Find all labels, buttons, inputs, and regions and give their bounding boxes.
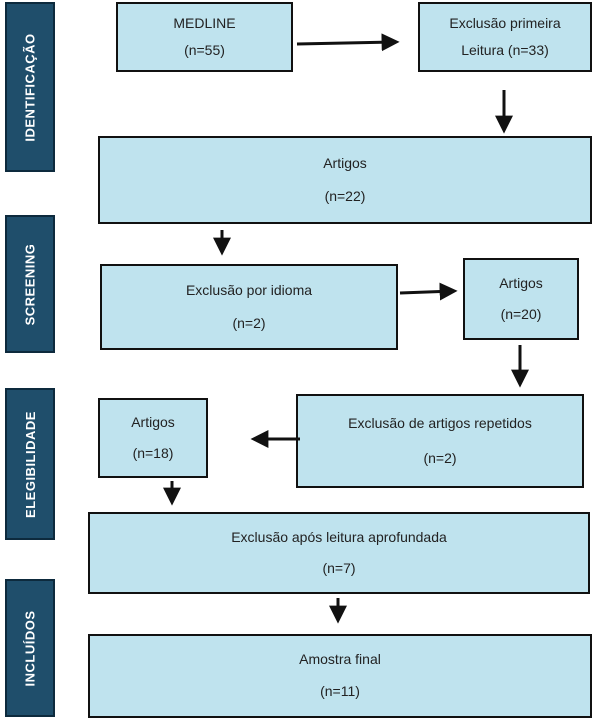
phase-screening-label: SCREENING	[22, 243, 38, 325]
box-exclusion-repeated: Exclusão de artigos repetidos (n=2)	[296, 394, 584, 488]
box-articles-18: Artigos (n=18)	[98, 398, 208, 478]
box-articles-22-title: Artigos	[323, 154, 367, 171]
box-exclusion-first-reading-count: Leitura (n=33)	[461, 41, 549, 58]
box-exclusion-language-title: Exclusão por idioma	[185, 282, 313, 299]
box-exclusion-repeated-count: (n=2)	[423, 449, 457, 466]
box-exclusion-repeated-title: Exclusão de artigos repetidos	[348, 414, 532, 431]
box-exclusion-language: Exclusão por idioma (n=2)	[100, 264, 398, 350]
box-articles-18-title: Artigos	[131, 414, 175, 431]
box-articles-22-count: (n=22)	[324, 187, 366, 204]
arrow-exclusion-language-to-articles-20	[399, 282, 458, 301]
box-articles-20-count: (n=20)	[500, 305, 542, 322]
box-medline: MEDLINE (n=55)	[116, 2, 293, 72]
box-exclusion-deep-reading-title: Exclusão após leitura aprofundada	[231, 528, 447, 545]
box-exclusion-deep-reading-count: (n=7)	[322, 559, 356, 576]
box-final-sample-title: Amostra final	[299, 651, 381, 668]
phase-identification-label: IDENTIFICAÇÃO	[22, 32, 38, 142]
box-articles-22: Artigos (n=22)	[98, 136, 592, 224]
phase-included: INCLUÍDOS	[5, 579, 55, 717]
arrow-medline-to-exclusion	[296, 33, 400, 52]
phase-included-label: INCLUÍDOS	[22, 610, 38, 686]
box-articles-20-title: Artigos	[499, 274, 543, 291]
phase-eligibility: ELEGIBILIDADE	[5, 388, 55, 540]
box-articles-18-count: (n=18)	[132, 444, 174, 461]
box-final-sample-count: (n=11)	[320, 683, 360, 700]
box-exclusion-deep-reading: Exclusão após leitura aprofundada (n=7)	[88, 512, 590, 594]
box-exclusion-first-reading-title: Exclusão primeira	[449, 14, 561, 31]
box-medline-title: MEDLINE	[173, 14, 236, 31]
box-exclusion-first-reading: Exclusão primeira Leitura (n=33)	[418, 2, 592, 72]
box-final-sample: Amostra final (n=11)	[88, 634, 592, 718]
phase-identification: IDENTIFICAÇÃO	[5, 2, 55, 172]
box-exclusion-language-count: (n=2)	[232, 314, 266, 331]
box-medline-count: (n=55)	[184, 41, 225, 58]
phase-screening: SCREENING	[5, 215, 55, 353]
phase-eligibility-label: ELEGIBILIDADE	[22, 410, 38, 518]
box-articles-20: Artigos (n=20)	[463, 258, 579, 340]
